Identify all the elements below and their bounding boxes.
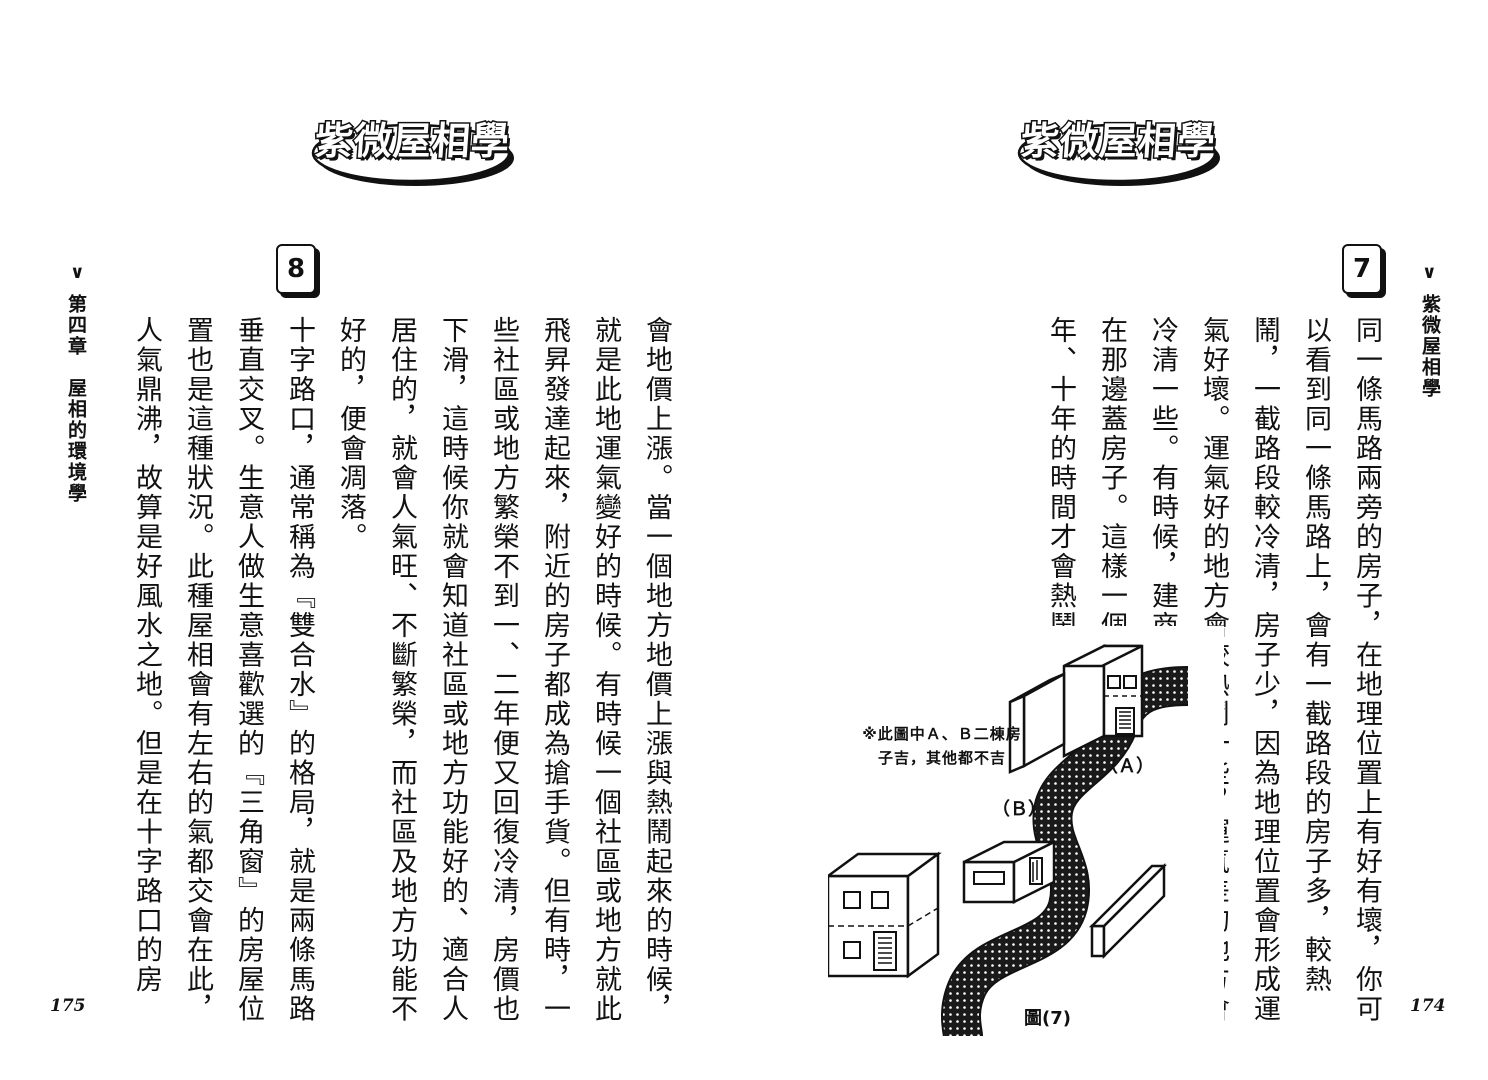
book-running-head: 紫微屋相學	[1419, 294, 1441, 399]
figure-note-line: ※此圖中Ａ、Ｂ二棟房	[862, 725, 1022, 743]
header-logo: 紫微屋相學	[1016, 108, 1221, 188]
chapter-running-head: 第四章 屋相的環境學	[65, 294, 87, 504]
right-page: 紫微屋相學 ∨ 紫微屋相學 7 同一條馬路兩旁的房子，在地理位置上有好有壞，你可…	[744, 0, 1488, 1080]
logo-text: 紫微屋相學	[1018, 118, 1219, 165]
chevron-down-icon: ∨	[1422, 262, 1437, 283]
figure-7	[824, 626, 1224, 1039]
logo-text: 紫微屋相學	[312, 118, 513, 165]
section-number-badge: 7	[1342, 244, 1382, 294]
left-page: 紫微屋相學 8 ∨ 第四章 屋相的環境學 會地價上漲。當一個地方地價上漲與熱鬧起…	[50, 108, 682, 1028]
body-text: 會地價上漲。當一個地方地價上漲與熱鬧起來的時候，就是此地運氣變好的時候。有時候一…	[122, 316, 682, 1028]
figure-caption: 圖(7)	[1024, 1008, 1071, 1029]
logo-ellipse-icon	[1017, 123, 1220, 186]
figure-note: ※此圖中Ａ、Ｂ二棟房 子吉，其他都不吉	[832, 722, 1052, 770]
street-diagram-icon	[824, 643, 1189, 1039]
figure-note-line: 子吉，其他都不吉	[877, 749, 1006, 767]
section-number-badge: 8	[276, 244, 316, 294]
logo-ellipse-icon	[311, 123, 514, 186]
figure-label-b: （Ｂ）	[992, 799, 1046, 820]
header-logo: 紫微屋相學	[310, 108, 515, 188]
figure-label-a: （Ａ）	[1100, 756, 1154, 777]
page-number: 174	[1410, 996, 1446, 1016]
chevron-down-icon: ∨	[70, 262, 85, 283]
body-paragraph: 會地價上漲。當一個地方地價上漲與熱鬧起來的時候，就是此地運氣變好的時候。有時候一…	[131, 316, 672, 1024]
page-number: 175	[50, 996, 86, 1016]
